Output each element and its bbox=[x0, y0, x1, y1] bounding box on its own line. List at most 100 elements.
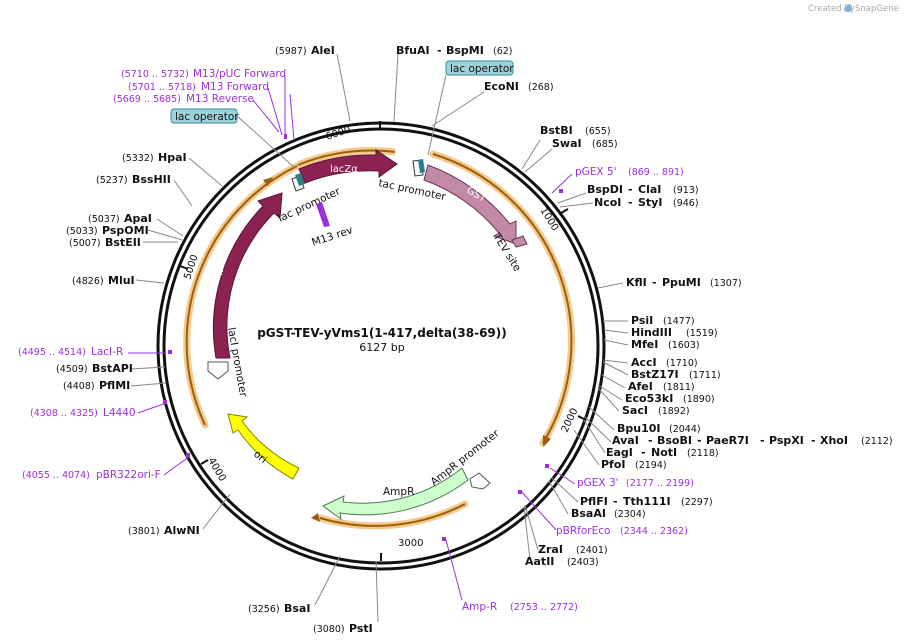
primer-name[interactable]: Amp-R bbox=[462, 601, 497, 613]
site-sep: - bbox=[648, 434, 653, 447]
site-name[interactable]: BstAPI bbox=[92, 362, 133, 375]
primer-name[interactable]: pBRforEco bbox=[556, 525, 610, 537]
site-name[interactable]: PspXI bbox=[769, 434, 804, 447]
site-sep: - bbox=[437, 44, 442, 57]
site-name[interactable]: AleI bbox=[311, 44, 335, 57]
primer-pos: (5701 .. 5718) bbox=[128, 82, 196, 93]
site-name[interactable]: AlwNI bbox=[164, 524, 200, 537]
laci-promoter-arrow[interactable] bbox=[207, 361, 229, 380]
site-name[interactable]: SacI bbox=[622, 404, 648, 417]
site-name[interactable]: PfoI bbox=[601, 458, 626, 471]
site-name[interactable]: ClaI bbox=[638, 183, 661, 196]
site-name[interactable]: MluI bbox=[108, 274, 135, 287]
primer-pos: (5710 .. 5732) bbox=[121, 69, 189, 80]
tick-6000: 6000 bbox=[325, 125, 353, 143]
site-sep: - bbox=[628, 183, 633, 196]
ampr-label: AmpR bbox=[383, 486, 414, 498]
site-pos: (2112) bbox=[861, 436, 893, 447]
primer-name[interactable]: pBR322ori-F bbox=[96, 469, 161, 481]
site-pos: (3256) bbox=[248, 604, 280, 615]
site-name[interactable]: ZraI bbox=[538, 543, 563, 556]
gst-arrow[interactable] bbox=[423, 164, 517, 245]
site-name[interactable]: BspDI bbox=[587, 183, 623, 196]
site-name[interactable]: PaeR7I bbox=[706, 434, 749, 447]
lacza-arrow[interactable] bbox=[298, 149, 398, 184]
primer-marks bbox=[163, 134, 563, 541]
site-name[interactable]: PspOMI bbox=[102, 224, 149, 237]
site-pos: (2304) bbox=[614, 509, 646, 520]
ori-arrow[interactable] bbox=[227, 413, 300, 480]
orange-arcs bbox=[183, 147, 575, 530]
site-name[interactable]: BfuAI bbox=[396, 44, 430, 57]
site-name[interactable]: PflMI bbox=[99, 379, 130, 392]
laci-promoter-label: lacI promoter bbox=[225, 326, 249, 398]
primer-name[interactable]: pGEX 3' bbox=[577, 477, 619, 489]
site-name[interactable]: BspMI bbox=[446, 44, 484, 57]
site-name[interactable]: NcoI bbox=[594, 196, 621, 209]
site-name[interactable]: EagI bbox=[606, 446, 633, 459]
primer-pos: (5669 .. 5685) bbox=[113, 94, 181, 105]
site-pos: (5037) bbox=[88, 214, 120, 225]
site-name[interactable]: BsoBI bbox=[657, 434, 692, 447]
site-name[interactable]: BsaAI bbox=[571, 507, 606, 520]
primer-pos: (4308 .. 4325) bbox=[30, 408, 98, 419]
site-pos: (655) bbox=[585, 126, 611, 137]
lac-operator-box-left[interactable]: lac operator bbox=[170, 108, 239, 124]
primer-name[interactable]: LacI-R bbox=[91, 346, 123, 358]
lac-operator-mark-2[interactable] bbox=[418, 159, 425, 173]
tick-3000: 3000 bbox=[398, 538, 423, 549]
site-name[interactable]: StyI bbox=[638, 196, 662, 209]
site-pos: (5237) bbox=[96, 175, 128, 186]
lac-operator-label-2: lac operator bbox=[175, 111, 239, 123]
site-name[interactable]: AatII bbox=[525, 555, 554, 568]
site-name[interactable]: BstEII bbox=[105, 236, 141, 249]
site-name[interactable]: MfeI bbox=[631, 338, 658, 351]
ampr-arrow[interactable] bbox=[322, 467, 469, 521]
site-pos: (2297) bbox=[681, 497, 713, 508]
site-pos: (946) bbox=[673, 198, 699, 209]
lac-operator-box-top[interactable]: lac operator bbox=[445, 60, 514, 76]
site-name[interactable]: HpaI bbox=[158, 151, 187, 164]
primer-leaders bbox=[128, 75, 576, 601]
site-name[interactable]: HindIII bbox=[631, 326, 672, 339]
site-name[interactable]: PstI bbox=[349, 622, 373, 635]
site-name[interactable]: Bpu10I bbox=[617, 422, 661, 435]
site-name[interactable]: KflI bbox=[626, 276, 647, 289]
primer-name[interactable]: pGEX 5' bbox=[575, 166, 617, 178]
site-pos: (2194) bbox=[635, 460, 667, 471]
site-name[interactable]: BstZ17I bbox=[631, 368, 679, 381]
site-name[interactable]: NotI bbox=[651, 446, 677, 459]
site-name[interactable]: SwaI bbox=[552, 137, 582, 150]
primer-name[interactable]: L4440 bbox=[103, 407, 136, 419]
site-name[interactable]: PsiI bbox=[631, 314, 653, 327]
site-pos: (268) bbox=[528, 82, 554, 93]
site-pos: (2118) bbox=[687, 448, 719, 459]
site-name[interactable]: Tth111I bbox=[623, 495, 671, 508]
site-name[interactable]: Eco53kI bbox=[625, 392, 673, 405]
lac-operator-mark-1[interactable] bbox=[295, 173, 305, 186]
site-pos: (1519) bbox=[686, 328, 718, 339]
primer-name[interactable]: M13/pUC Forward bbox=[193, 68, 286, 80]
ampr-promoter-arrow[interactable] bbox=[469, 472, 491, 490]
primer-name[interactable]: M13 Reverse bbox=[186, 93, 254, 105]
site-name[interactable]: EcoNI bbox=[484, 80, 519, 93]
site-name[interactable]: BsaI bbox=[284, 602, 310, 615]
tev-site-arrow[interactable] bbox=[511, 235, 528, 248]
site-name[interactable]: PpuMI bbox=[662, 276, 701, 289]
laci-arrow[interactable] bbox=[212, 192, 283, 359]
site-name[interactable]: BssHII bbox=[132, 173, 171, 186]
lac-promoter-label: lac promoter bbox=[276, 185, 343, 225]
site-name[interactable]: ApaI bbox=[124, 212, 152, 225]
site-pos: (5033) bbox=[66, 226, 98, 237]
site-name[interactable]: AccI bbox=[631, 356, 657, 369]
lac-operator-label-1: lac operator bbox=[450, 63, 514, 75]
site-name[interactable]: XhoI bbox=[820, 434, 848, 447]
site-name[interactable]: BstBI bbox=[540, 124, 573, 137]
m13-rev-marker[interactable] bbox=[316, 202, 330, 227]
primer-pos: (869 .. 891) bbox=[628, 167, 684, 178]
site-name[interactable]: AvaI bbox=[612, 434, 639, 447]
site-name[interactable]: AfeI bbox=[628, 380, 653, 393]
primer-name[interactable]: M13 Forward bbox=[201, 81, 269, 93]
site-name[interactable]: PflFI bbox=[580, 495, 608, 508]
